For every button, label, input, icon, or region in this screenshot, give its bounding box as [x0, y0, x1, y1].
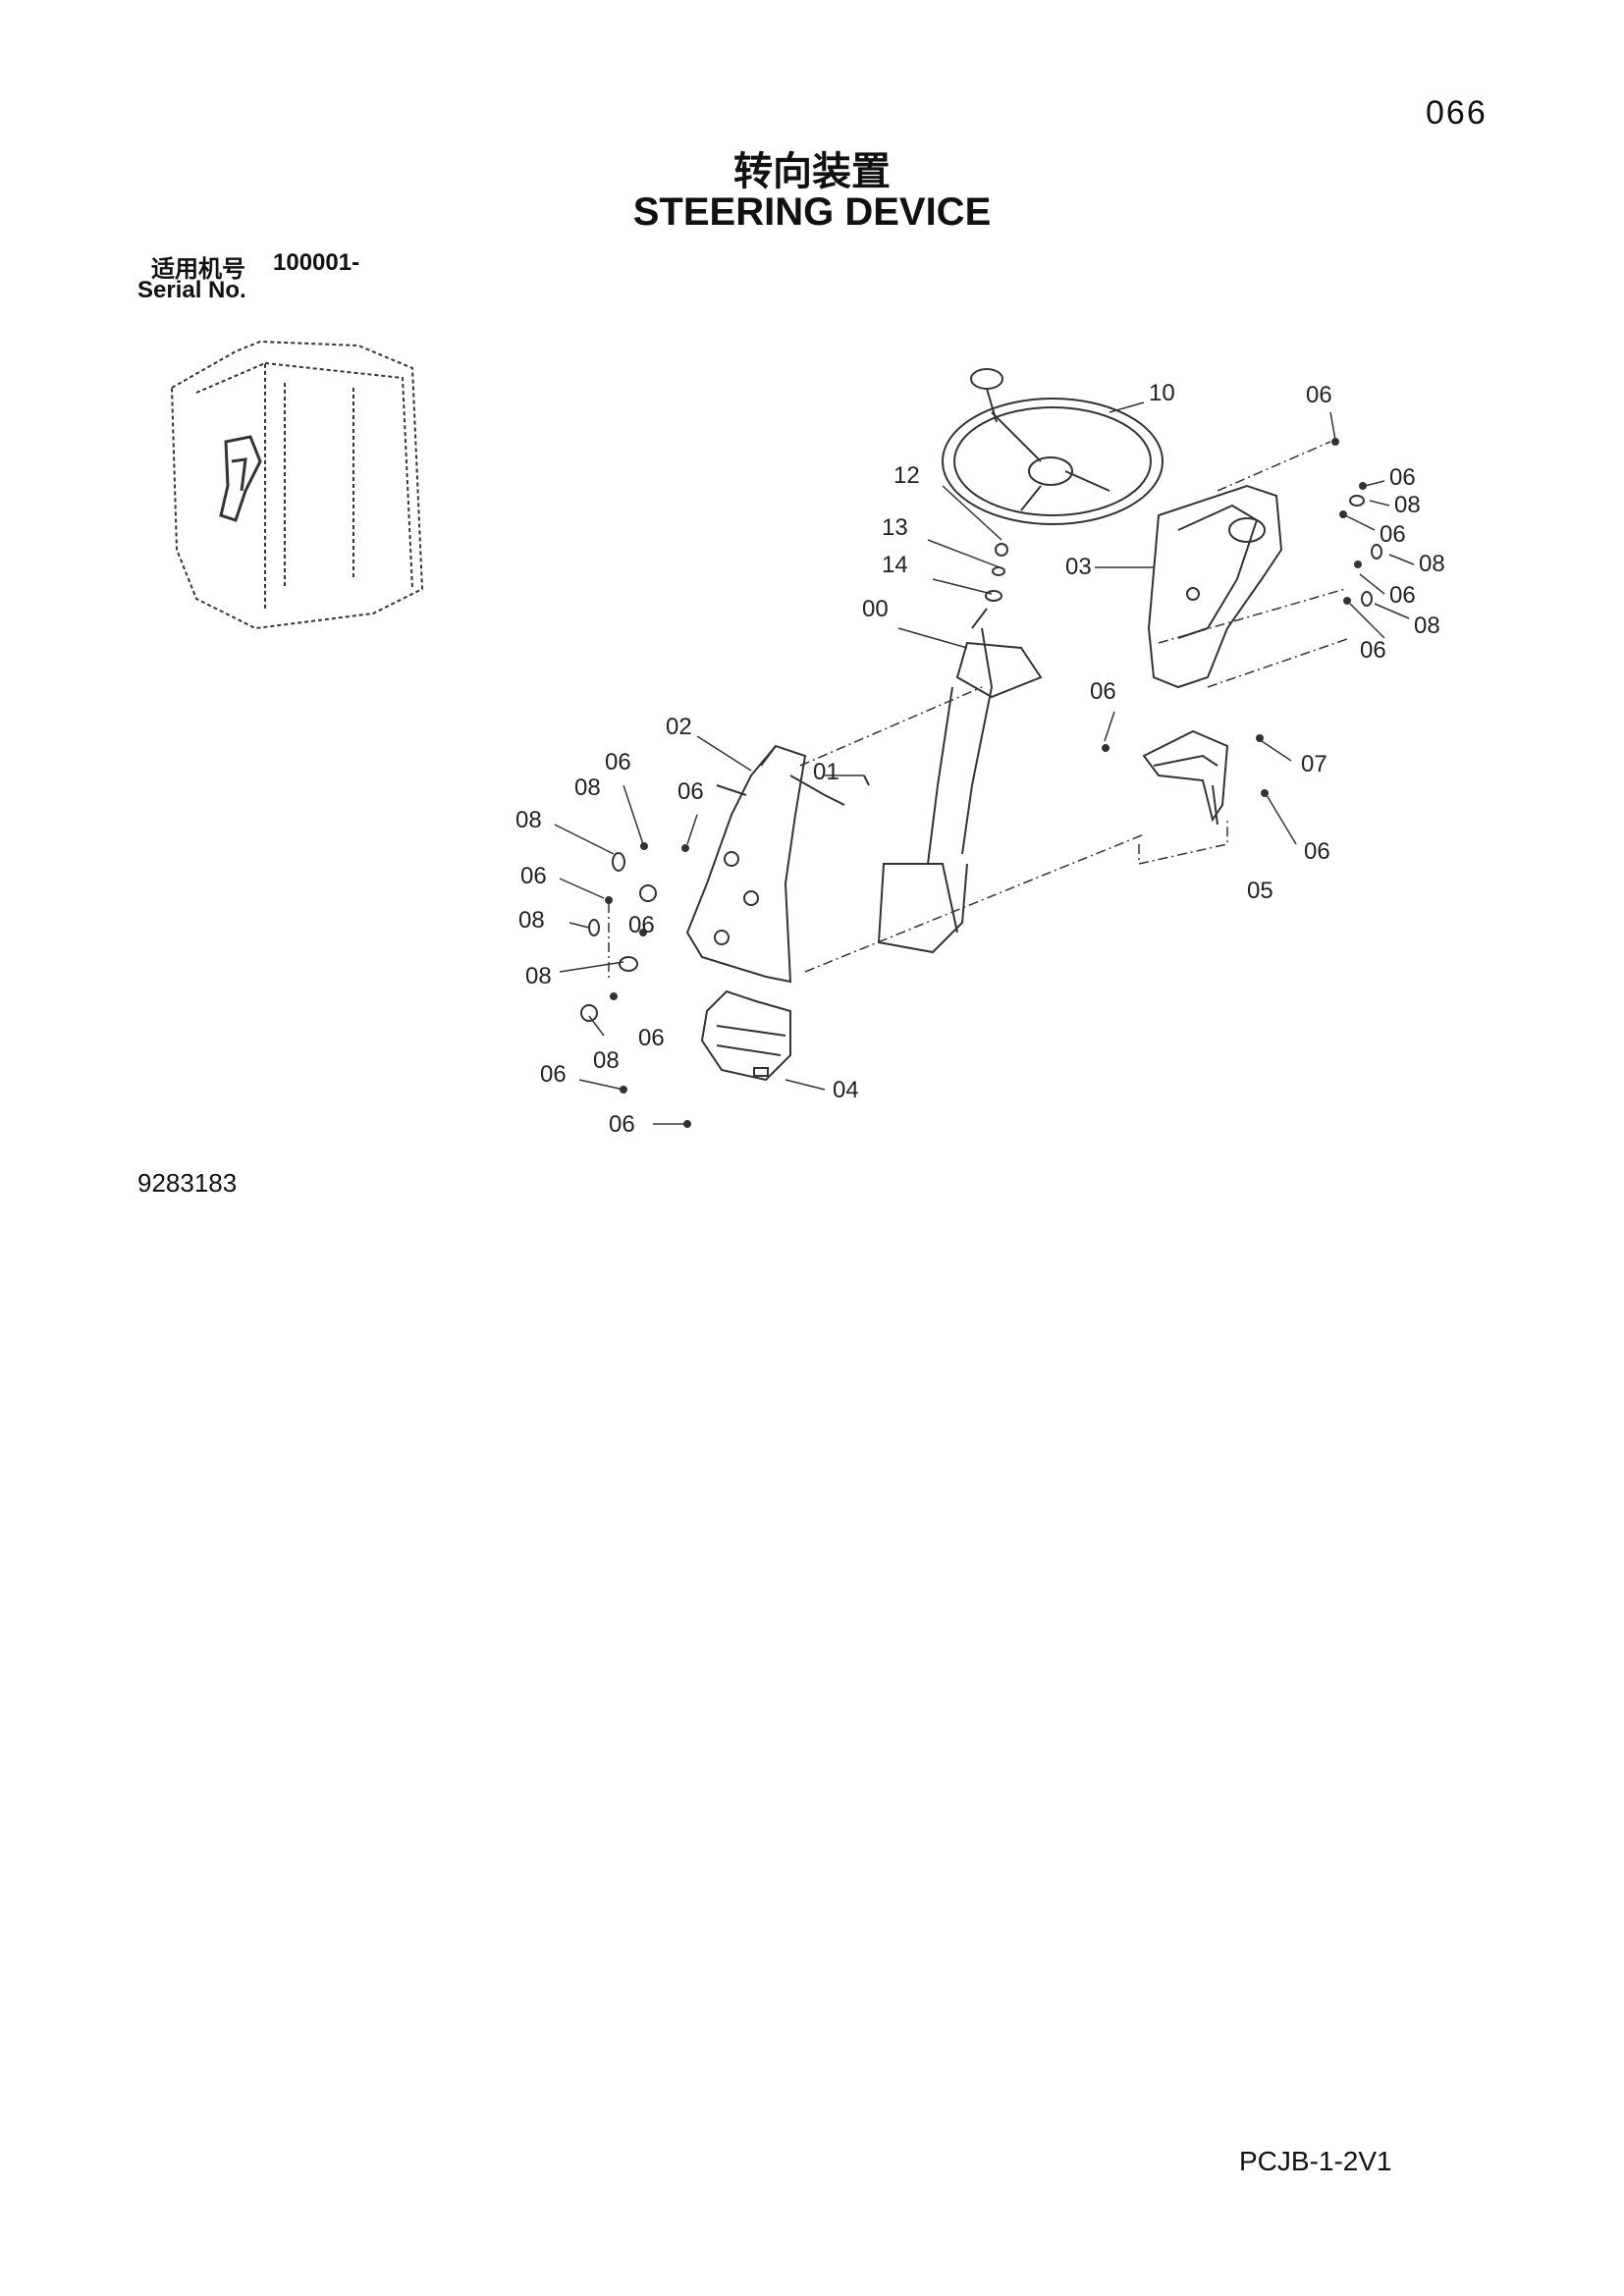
callout-06: 06 — [1306, 382, 1332, 408]
callout-06: 06 — [520, 863, 547, 889]
drawing-number: 9283183 — [137, 1168, 238, 1198]
exploded-parts-diagram: 10 06 06 08 06 08 06 08 06 12 13 14 00 0… — [170, 340, 1445, 1138]
steering-wheel — [942, 368, 1164, 525]
page-title: STEERING DEVICE — [632, 190, 992, 234]
callout-labels: 10 06 06 08 06 08 06 08 06 12 13 14 00 0… — [515, 380, 1445, 1138]
callout-06: 06 — [1304, 838, 1330, 865]
callout-08: 08 — [525, 963, 552, 989]
right-cover — [1147, 484, 1283, 689]
callout-06: 06 — [677, 778, 704, 805]
lower-left-cover — [700, 989, 791, 1082]
callout-06: 06 — [1360, 637, 1386, 664]
callout-06: 06 — [605, 749, 631, 775]
footer-code: PCJB-1-2V1 — [1239, 2146, 1392, 2176]
fastener-hardware — [580, 438, 1382, 1128]
callout-00: 00 — [862, 596, 889, 622]
serial-label-chinese: 适用机号 — [151, 255, 245, 283]
callout-13: 13 — [882, 514, 908, 541]
callout-08: 08 — [574, 774, 601, 801]
callout-06: 06 — [1380, 521, 1406, 548]
callout-12: 12 — [893, 462, 920, 489]
callout-06: 06 — [609, 1111, 635, 1138]
callout-08: 08 — [593, 1047, 620, 1074]
callout-08: 08 — [1394, 492, 1421, 518]
callout-06: 06 — [628, 912, 655, 938]
callout-08: 08 — [1414, 613, 1440, 639]
steering-column — [863, 608, 1043, 954]
callout-14: 14 — [882, 552, 908, 578]
callout-06: 06 — [1389, 582, 1416, 609]
leader-lines — [554, 401, 1415, 1125]
callout-07: 07 — [1301, 751, 1327, 777]
serial-number-value: 100001- — [273, 249, 360, 276]
callout-02: 02 — [666, 714, 692, 740]
page-title-chinese: 转向装置 — [733, 149, 891, 194]
left-cover — [685, 744, 845, 984]
assembly-lines — [608, 441, 1351, 982]
callout-06: 06 — [1090, 678, 1116, 705]
callout-08: 08 — [1419, 551, 1445, 577]
callout-03: 03 — [1065, 554, 1092, 580]
callout-08: 08 — [515, 807, 542, 833]
callout-08: 08 — [518, 907, 545, 934]
lower-right-cover — [1142, 729, 1229, 826]
callout-10: 10 — [1149, 380, 1175, 406]
callout-06: 06 — [540, 1061, 567, 1088]
callout-06: 06 — [638, 1025, 665, 1051]
callout-06: 06 — [1389, 464, 1416, 491]
serial-label: Serial No. — [137, 277, 246, 303]
callout-01: 01 — [813, 759, 839, 785]
callout-04: 04 — [833, 1077, 859, 1103]
cab-location-thumbnail — [170, 340, 424, 630]
callout-05: 05 — [1247, 878, 1273, 904]
page-number: 066 — [1426, 94, 1488, 132]
